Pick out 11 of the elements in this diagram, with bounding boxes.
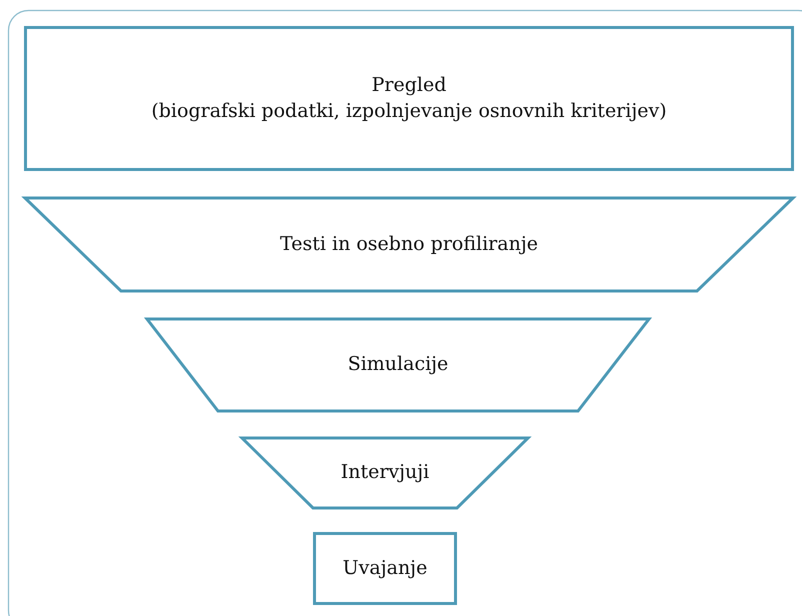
stage-title: Pregled xyxy=(372,72,446,98)
stage-box xyxy=(313,532,457,605)
stage-title: Uvajanje xyxy=(342,556,428,581)
funnel-stage xyxy=(241,437,529,509)
stage-title: Simulacije xyxy=(348,352,448,378)
stage-title: Intervjuji xyxy=(340,460,430,486)
funnel-stage xyxy=(146,318,650,412)
stage-title: Testi in osebno profiliranje xyxy=(280,232,538,257)
stage-box xyxy=(24,26,794,171)
funnel-stage xyxy=(24,197,794,292)
stage-description: (biografski podatki, izpolnjevanje osnovnih kriterijev) xyxy=(151,98,667,124)
